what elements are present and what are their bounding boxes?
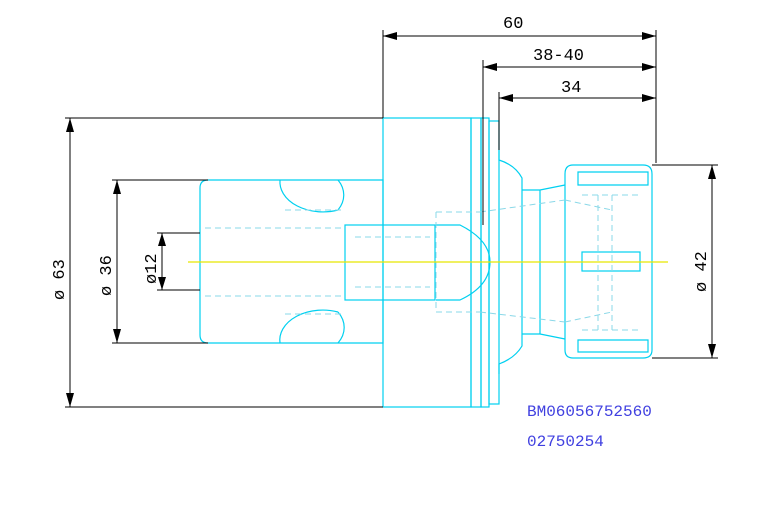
dim-nose-length: 34 [561, 79, 581, 98]
dim-shank-diameter: ø 36 [98, 255, 117, 296]
dim-collet-depth: 38-40 [533, 47, 584, 66]
dim-flange-diameter: ø 63 [51, 259, 70, 300]
dim-bore-diameter: ø12 [143, 253, 162, 284]
item-number: 02750254 [527, 433, 604, 451]
collet-nut-inner-bottom [577, 339, 649, 353]
dim-overall-length: 60 [503, 15, 523, 34]
shank-flat-top [279, 179, 345, 213]
dim-nut-diameter: ø 42 [693, 251, 712, 292]
collet-nut [564, 164, 653, 359]
collet-nut-inner-top [577, 171, 649, 186]
dimension-lines [65, 30, 718, 408]
order-number: BM06056752560 [527, 403, 652, 421]
shank-flat-bottom [279, 309, 345, 344]
bore-hidden [205, 199, 566, 323]
